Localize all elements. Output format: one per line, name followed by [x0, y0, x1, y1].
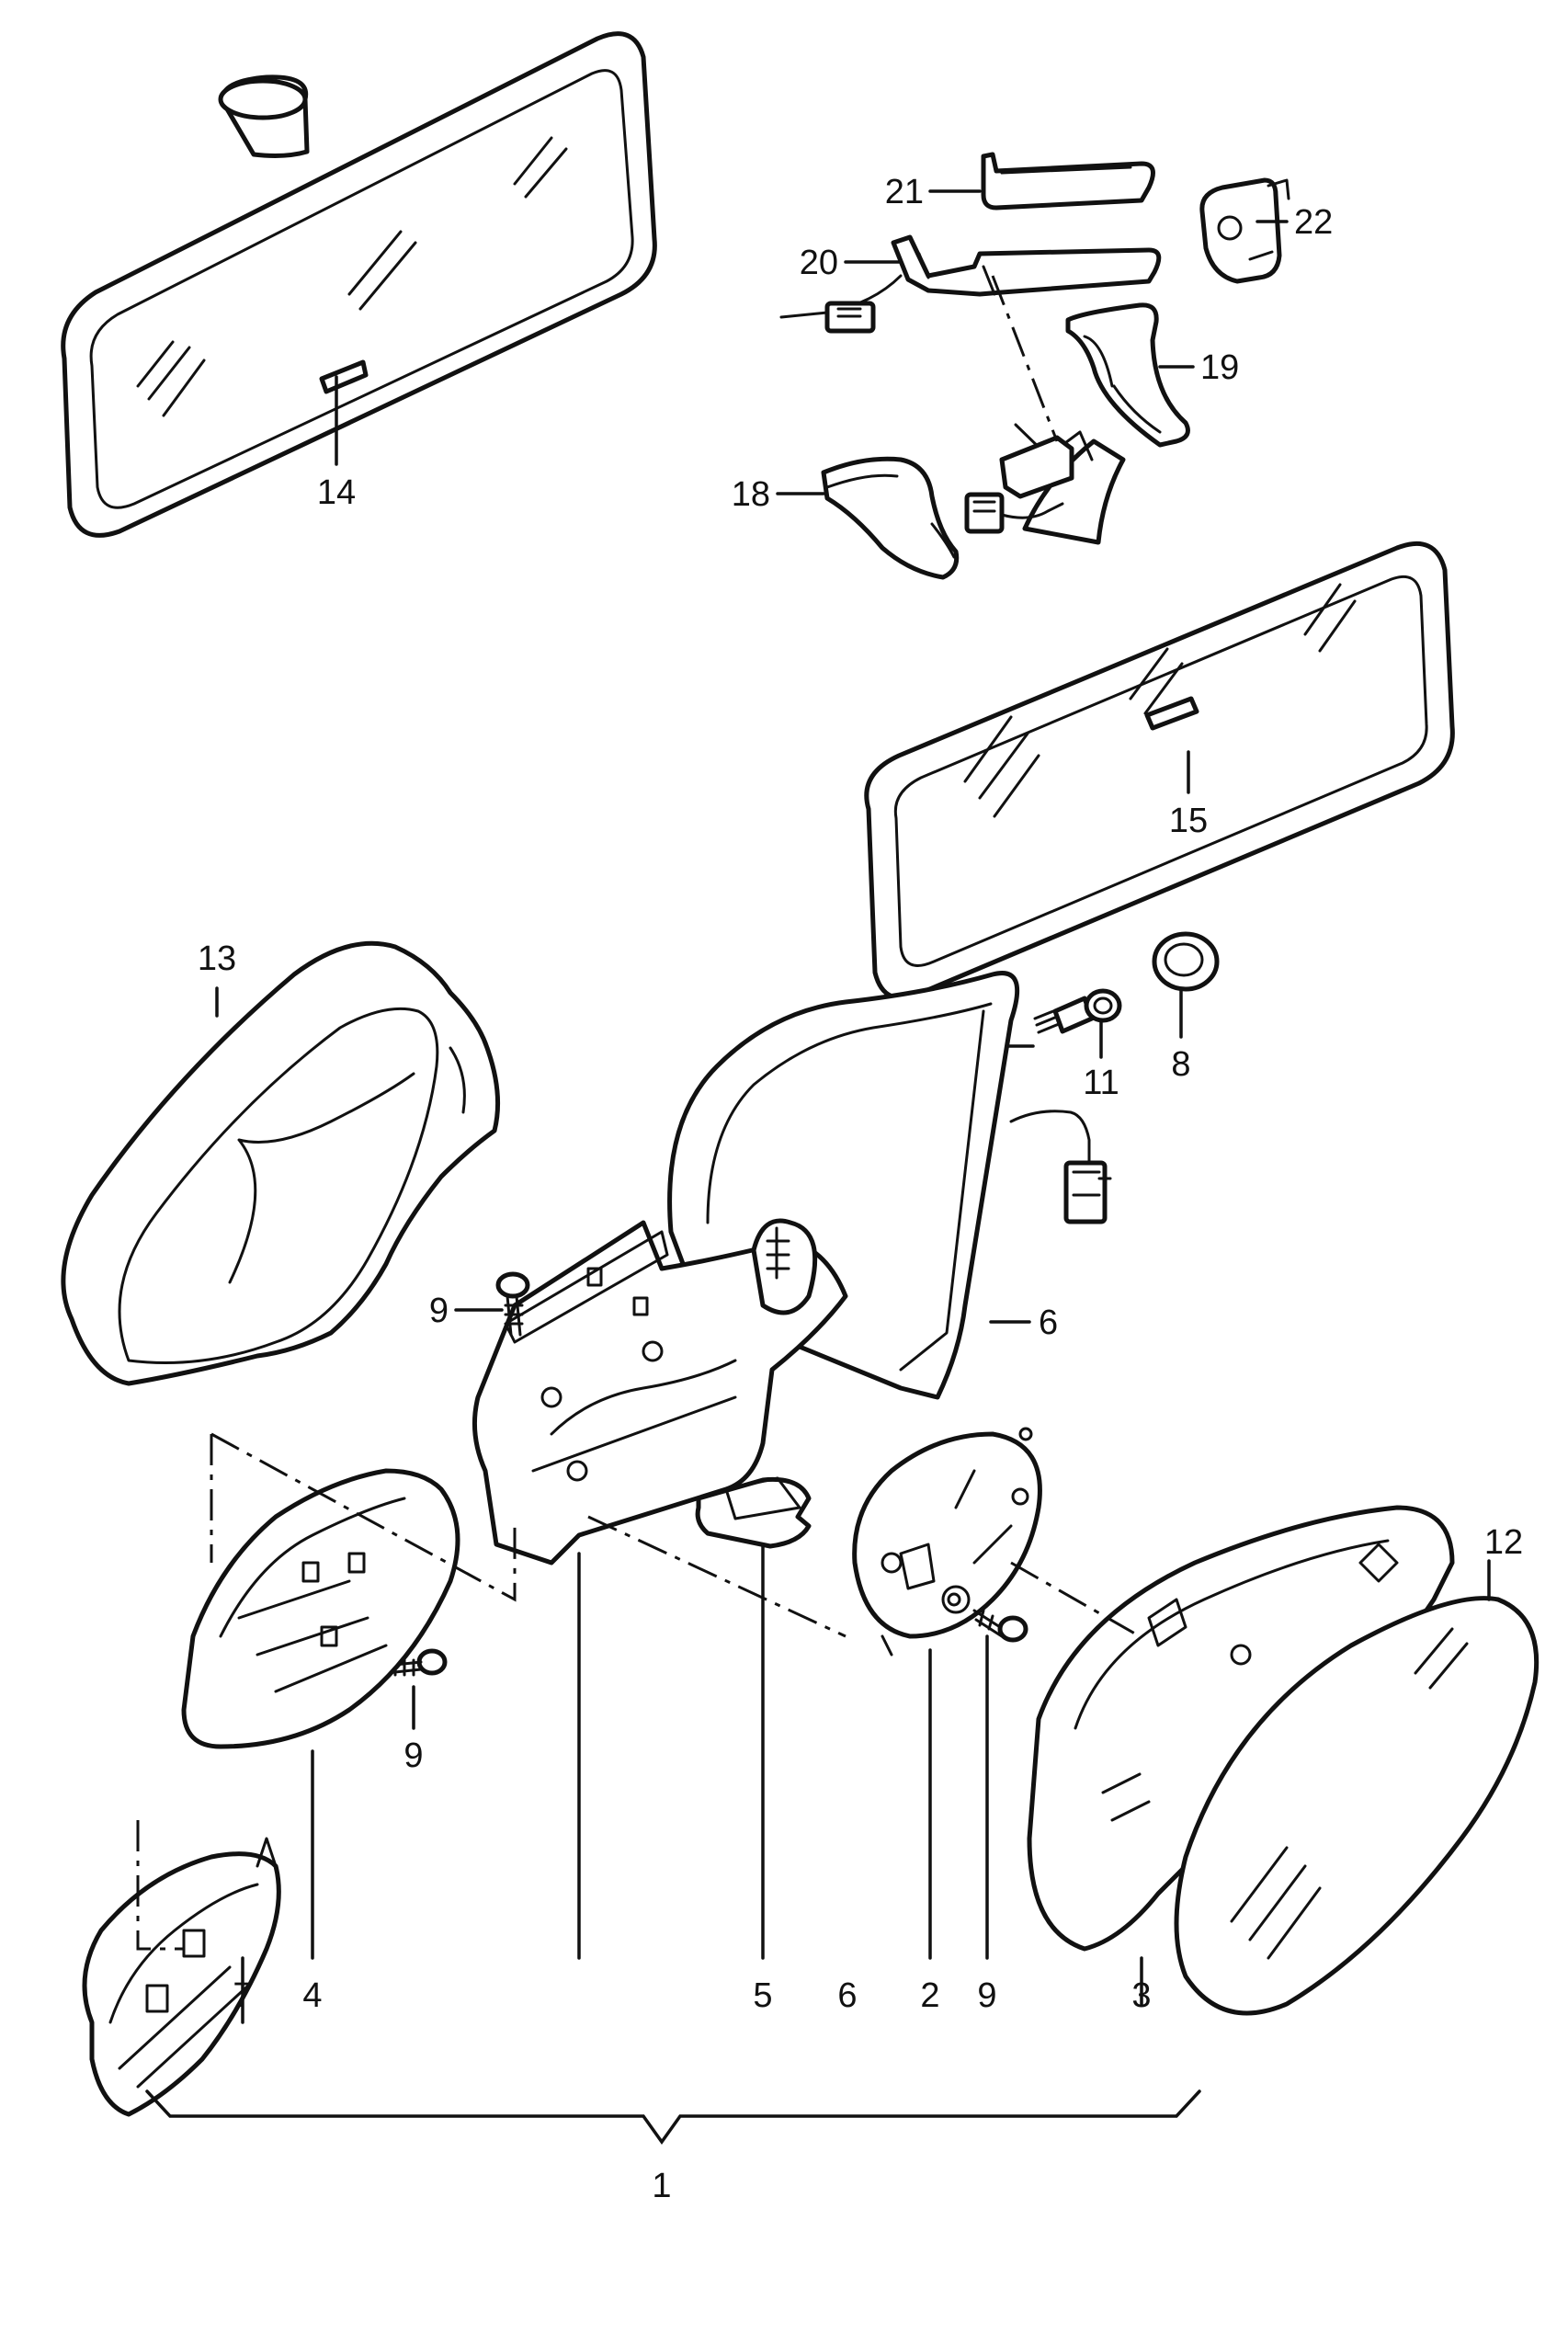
adjustment-motor-2 — [852, 1427, 1042, 1657]
inner-trim-7 — [82, 1837, 281, 2117]
leader-lines — [145, 189, 1491, 2146]
callout-4: 4 — [302, 1976, 322, 2015]
screw-9-top — [495, 1271, 530, 1337]
callout-12: 12 — [1484, 1523, 1523, 1562]
callout-11: 11 — [1083, 1064, 1119, 1102]
lower-housing-4 — [181, 1468, 460, 1749]
cap-8 — [1152, 931, 1220, 992]
wiring-cover-18 — [821, 456, 960, 580]
mirror-housing-cap-13 — [61, 940, 501, 1386]
mount-cover-21 — [981, 152, 1155, 211]
callout-22: 22 — [1294, 203, 1333, 242]
mount-bracket-20 — [779, 234, 1162, 334]
callout-9-mid: 9 — [403, 1736, 423, 1775]
callout-18: 18 — [732, 475, 770, 514]
callout-8: 8 — [1171, 1045, 1190, 1084]
callout-7: 7 — [233, 1976, 252, 2015]
callout-labels: 14 15 21 22 20 19 18 13 11 8 12 6 9 9 7 … — [198, 173, 1523, 2205]
screw-9-bottom — [972, 1609, 1028, 1643]
interior-mirror-15 — [864, 438, 1455, 1001]
callout-1: 1 — [652, 2167, 671, 2205]
callout-6-side: 6 — [1039, 1304, 1058, 1342]
callout-15: 15 — [1169, 802, 1208, 840]
pad-5 — [695, 1476, 812, 1549]
callout-9-top: 9 — [429, 1292, 449, 1330]
callout-9-bottom: 9 — [977, 1976, 996, 2015]
mirror-frame-bracket — [472, 1218, 848, 1565]
callout-6-bottom: 6 — [837, 1976, 857, 2015]
callout-20: 20 — [800, 244, 838, 282]
screw-11 — [1033, 988, 1122, 1034]
wiring-cover-19 — [1065, 302, 1190, 448]
callout-13: 13 — [198, 939, 236, 978]
callout-14: 14 — [317, 473, 356, 512]
interior-mirror-14 — [61, 31, 657, 538]
callout-2: 2 — [920, 1976, 939, 2015]
callout-21: 21 — [885, 173, 924, 211]
callout-19: 19 — [1200, 348, 1239, 387]
cover-clip-22 — [1199, 177, 1290, 284]
mirror-glass-12 — [1174, 1596, 1540, 2016]
callout-3: 3 — [1131, 1976, 1151, 2015]
screw-9-mid — [384, 1648, 448, 1677]
callout-5: 5 — [753, 1976, 772, 2015]
